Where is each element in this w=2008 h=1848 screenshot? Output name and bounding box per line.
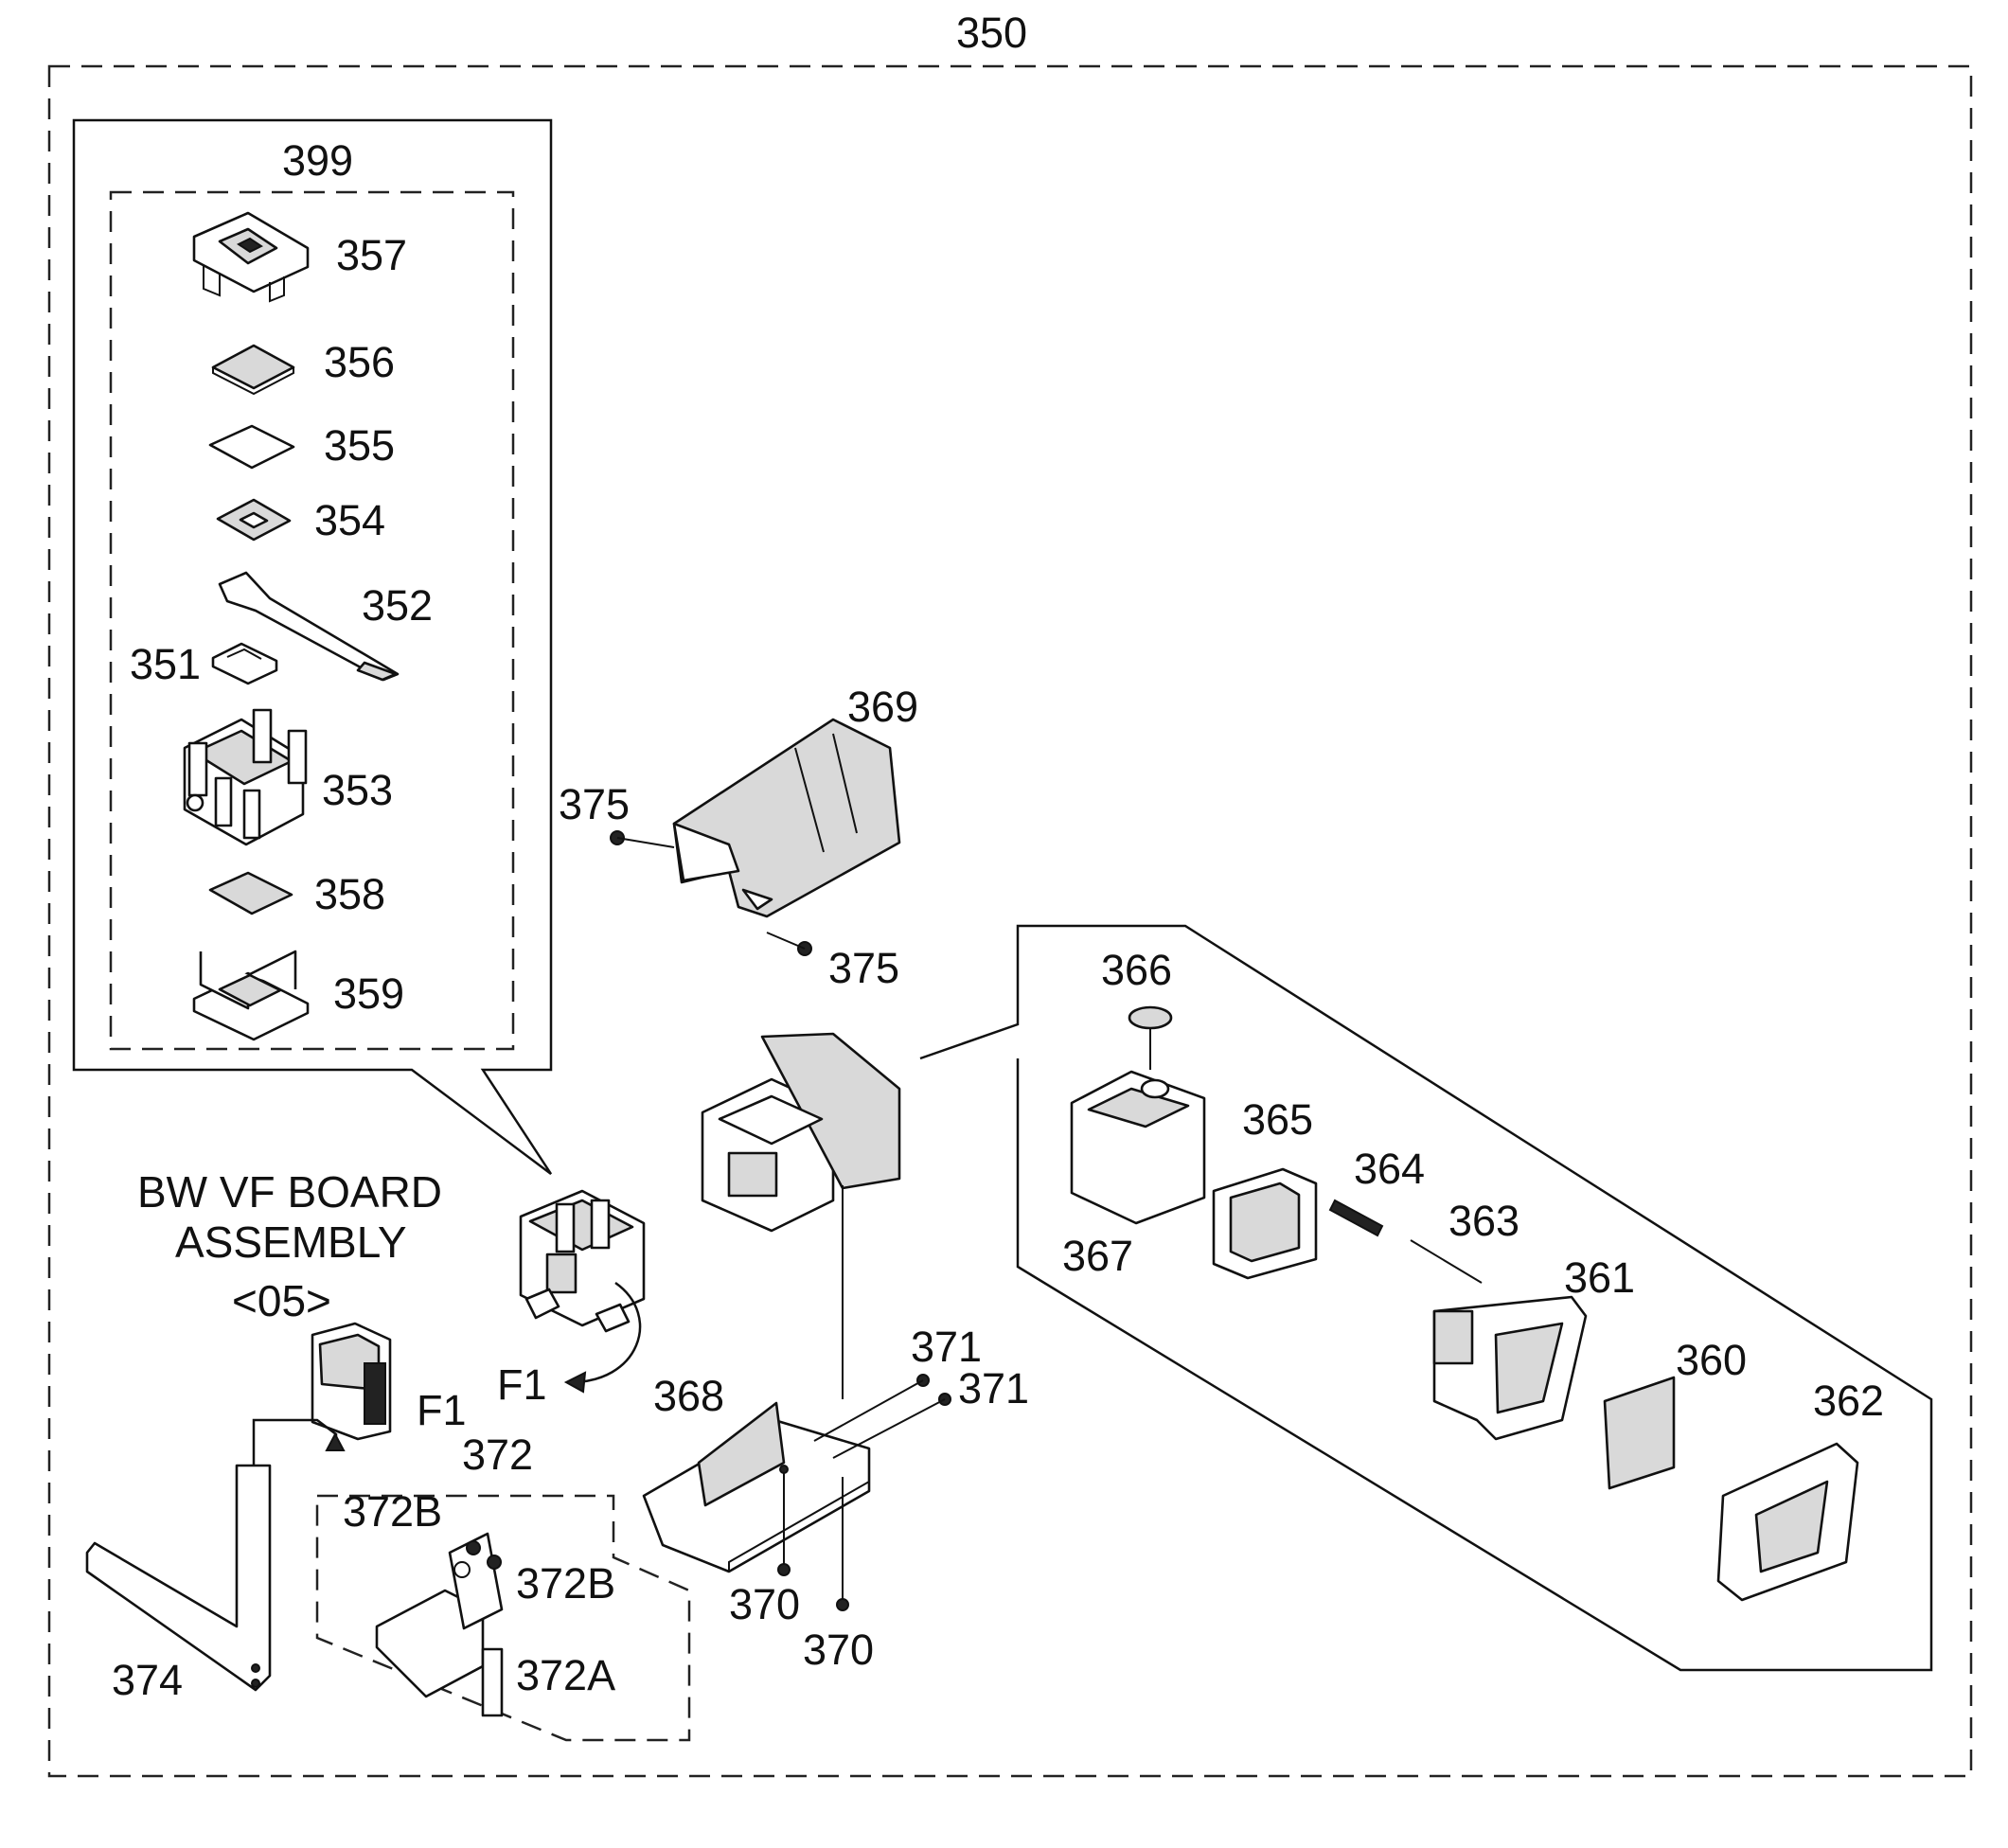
f1-curved-arrow <box>567 1281 642 1384</box>
part-356-sheet-icon <box>211 344 295 396</box>
label-363: 363 <box>1448 1197 1519 1245</box>
label-370-right: 370 <box>803 1626 874 1674</box>
part-362-eyecup-icon <box>1716 1442 1859 1602</box>
part-363-pin-icon <box>1410 1239 1483 1284</box>
label-372a: 372A <box>516 1651 615 1699</box>
label-360: 360 <box>1676 1336 1747 1384</box>
label-f1-arrow: F1 <box>497 1360 547 1409</box>
label-371-bottom: 371 <box>958 1364 1029 1413</box>
label-361: 361 <box>1564 1253 1635 1302</box>
label-368: 368 <box>653 1372 724 1420</box>
part-375-screw-icon <box>610 830 812 956</box>
label-372b-right: 372B <box>516 1559 615 1608</box>
part-364-spring-icon <box>1328 1199 1384 1237</box>
part-360-glass-icon <box>1603 1376 1676 1490</box>
label-399: 399 <box>282 136 353 185</box>
label-f1-board: F1 <box>417 1386 467 1434</box>
part-357-frame-icon <box>192 211 310 303</box>
vf-body-icon <box>701 1032 901 1233</box>
label-board-line1: BW VF BOARD <box>137 1167 442 1217</box>
part-365-lens-icon <box>1212 1167 1318 1280</box>
part-359-base-icon <box>192 950 310 1041</box>
part-370-screw-icon <box>777 1472 849 1611</box>
part-361-bracket-icon <box>1432 1295 1588 1441</box>
label-board-line2: ASSEMBLY <box>175 1217 407 1267</box>
label-350: 350 <box>956 9 1027 57</box>
label-355: 355 <box>324 421 395 470</box>
part-371-screw-icon <box>813 1374 951 1459</box>
label-372: 372 <box>462 1430 533 1479</box>
part-368-chassis-icon <box>642 1401 871 1573</box>
label-354: 354 <box>314 496 385 544</box>
callout-box-eyepiece <box>919 924 1933 1672</box>
leader-arrow-head <box>325 1431 346 1451</box>
part-353-holder-icon <box>183 708 308 846</box>
part-374-flex-icon <box>85 1464 272 1692</box>
part-353-installed-icon <box>519 1189 646 1333</box>
part-372a-bracket-icon <box>375 1532 504 1717</box>
part-367-housing-icon <box>1070 1070 1206 1225</box>
callout-box-399 <box>72 118 553 1176</box>
label-372b-top: 372B <box>343 1487 442 1536</box>
label-board-line3: <05> <box>232 1276 331 1325</box>
label-364: 364 <box>1354 1145 1425 1193</box>
label-371-top: 371 <box>911 1323 982 1371</box>
part-372b-screw-icon <box>466 1540 502 1570</box>
label-362: 362 <box>1813 1377 1884 1425</box>
label-351: 351 <box>130 640 201 688</box>
part-351-clip-icon <box>211 642 278 685</box>
label-375-top: 375 <box>559 780 630 828</box>
label-359: 359 <box>333 969 404 1018</box>
label-357: 357 <box>336 231 407 279</box>
label-369: 369 <box>847 683 918 731</box>
assembly-350-frame <box>47 64 1973 1778</box>
part-352-flex-cable-icon <box>218 571 400 682</box>
label-370-left: 370 <box>729 1580 800 1628</box>
label-367: 367 <box>1062 1232 1133 1280</box>
f1-arrow-head <box>563 1371 587 1394</box>
part-369-cover-icon <box>672 718 901 918</box>
subassy-372-frame <box>315 1494 691 1742</box>
label-352: 352 <box>362 581 433 630</box>
part-366-knob-icon <box>1128 1005 1173 1070</box>
label-366: 366 <box>1101 946 1172 994</box>
part-354-gasket-icon <box>216 498 292 542</box>
label-365: 365 <box>1242 1095 1313 1144</box>
label-375-bottom: 375 <box>828 944 899 992</box>
label-353: 353 <box>322 766 393 814</box>
part-358-sheet-icon <box>208 871 293 915</box>
part-372-board-icon <box>311 1322 392 1441</box>
label-356: 356 <box>324 338 395 386</box>
part-355-sheet-icon <box>208 424 295 470</box>
kit-399-frame <box>109 190 515 1051</box>
label-374: 374 <box>112 1656 183 1704</box>
label-358: 358 <box>314 870 385 918</box>
